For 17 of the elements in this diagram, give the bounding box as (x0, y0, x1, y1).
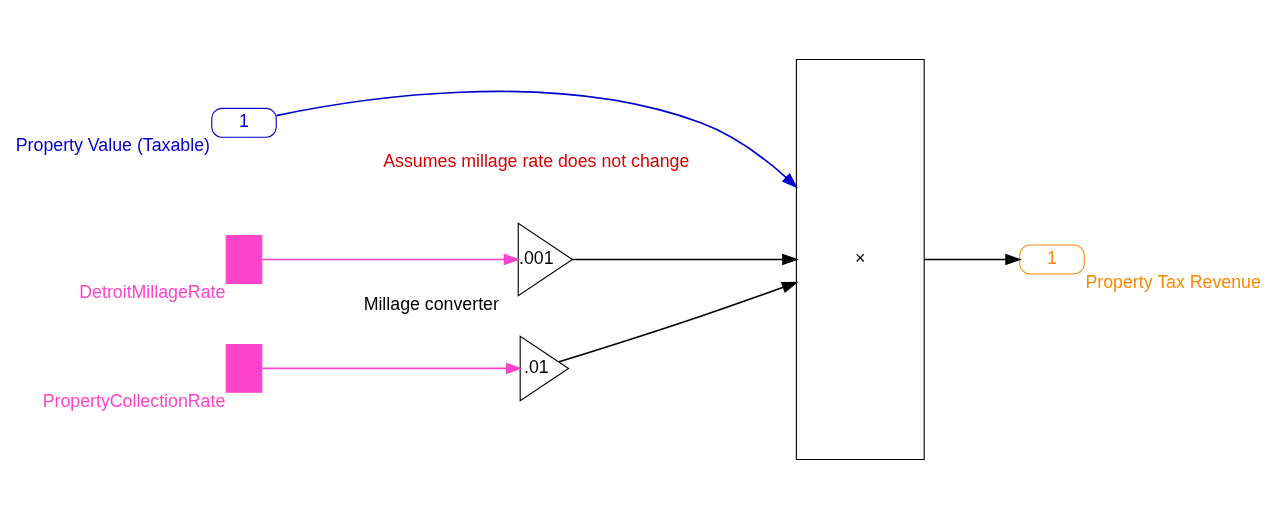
arrow (275, 90, 799, 189)
arrow (261, 253, 521, 266)
node-label: Property Tax Revenue (1085, 272, 1261, 293)
arrow (558, 281, 799, 363)
node-label: Property Value (Taxable) (15, 135, 210, 156)
arrow (261, 362, 523, 375)
node-box (225, 343, 263, 393)
arrow (571, 253, 799, 266)
node-box (225, 235, 263, 284)
node-box: 1 (1019, 244, 1085, 275)
node-label: PropertyCollectionRate (42, 390, 226, 411)
node-label: Millage converter (363, 293, 499, 314)
node-box: 1 (211, 107, 277, 138)
label: Assumes millage rate does not change (383, 151, 690, 172)
arrow (923, 253, 1022, 266)
node-box: × (795, 58, 925, 461)
node-label: DetroitMillageRate (79, 281, 226, 302)
